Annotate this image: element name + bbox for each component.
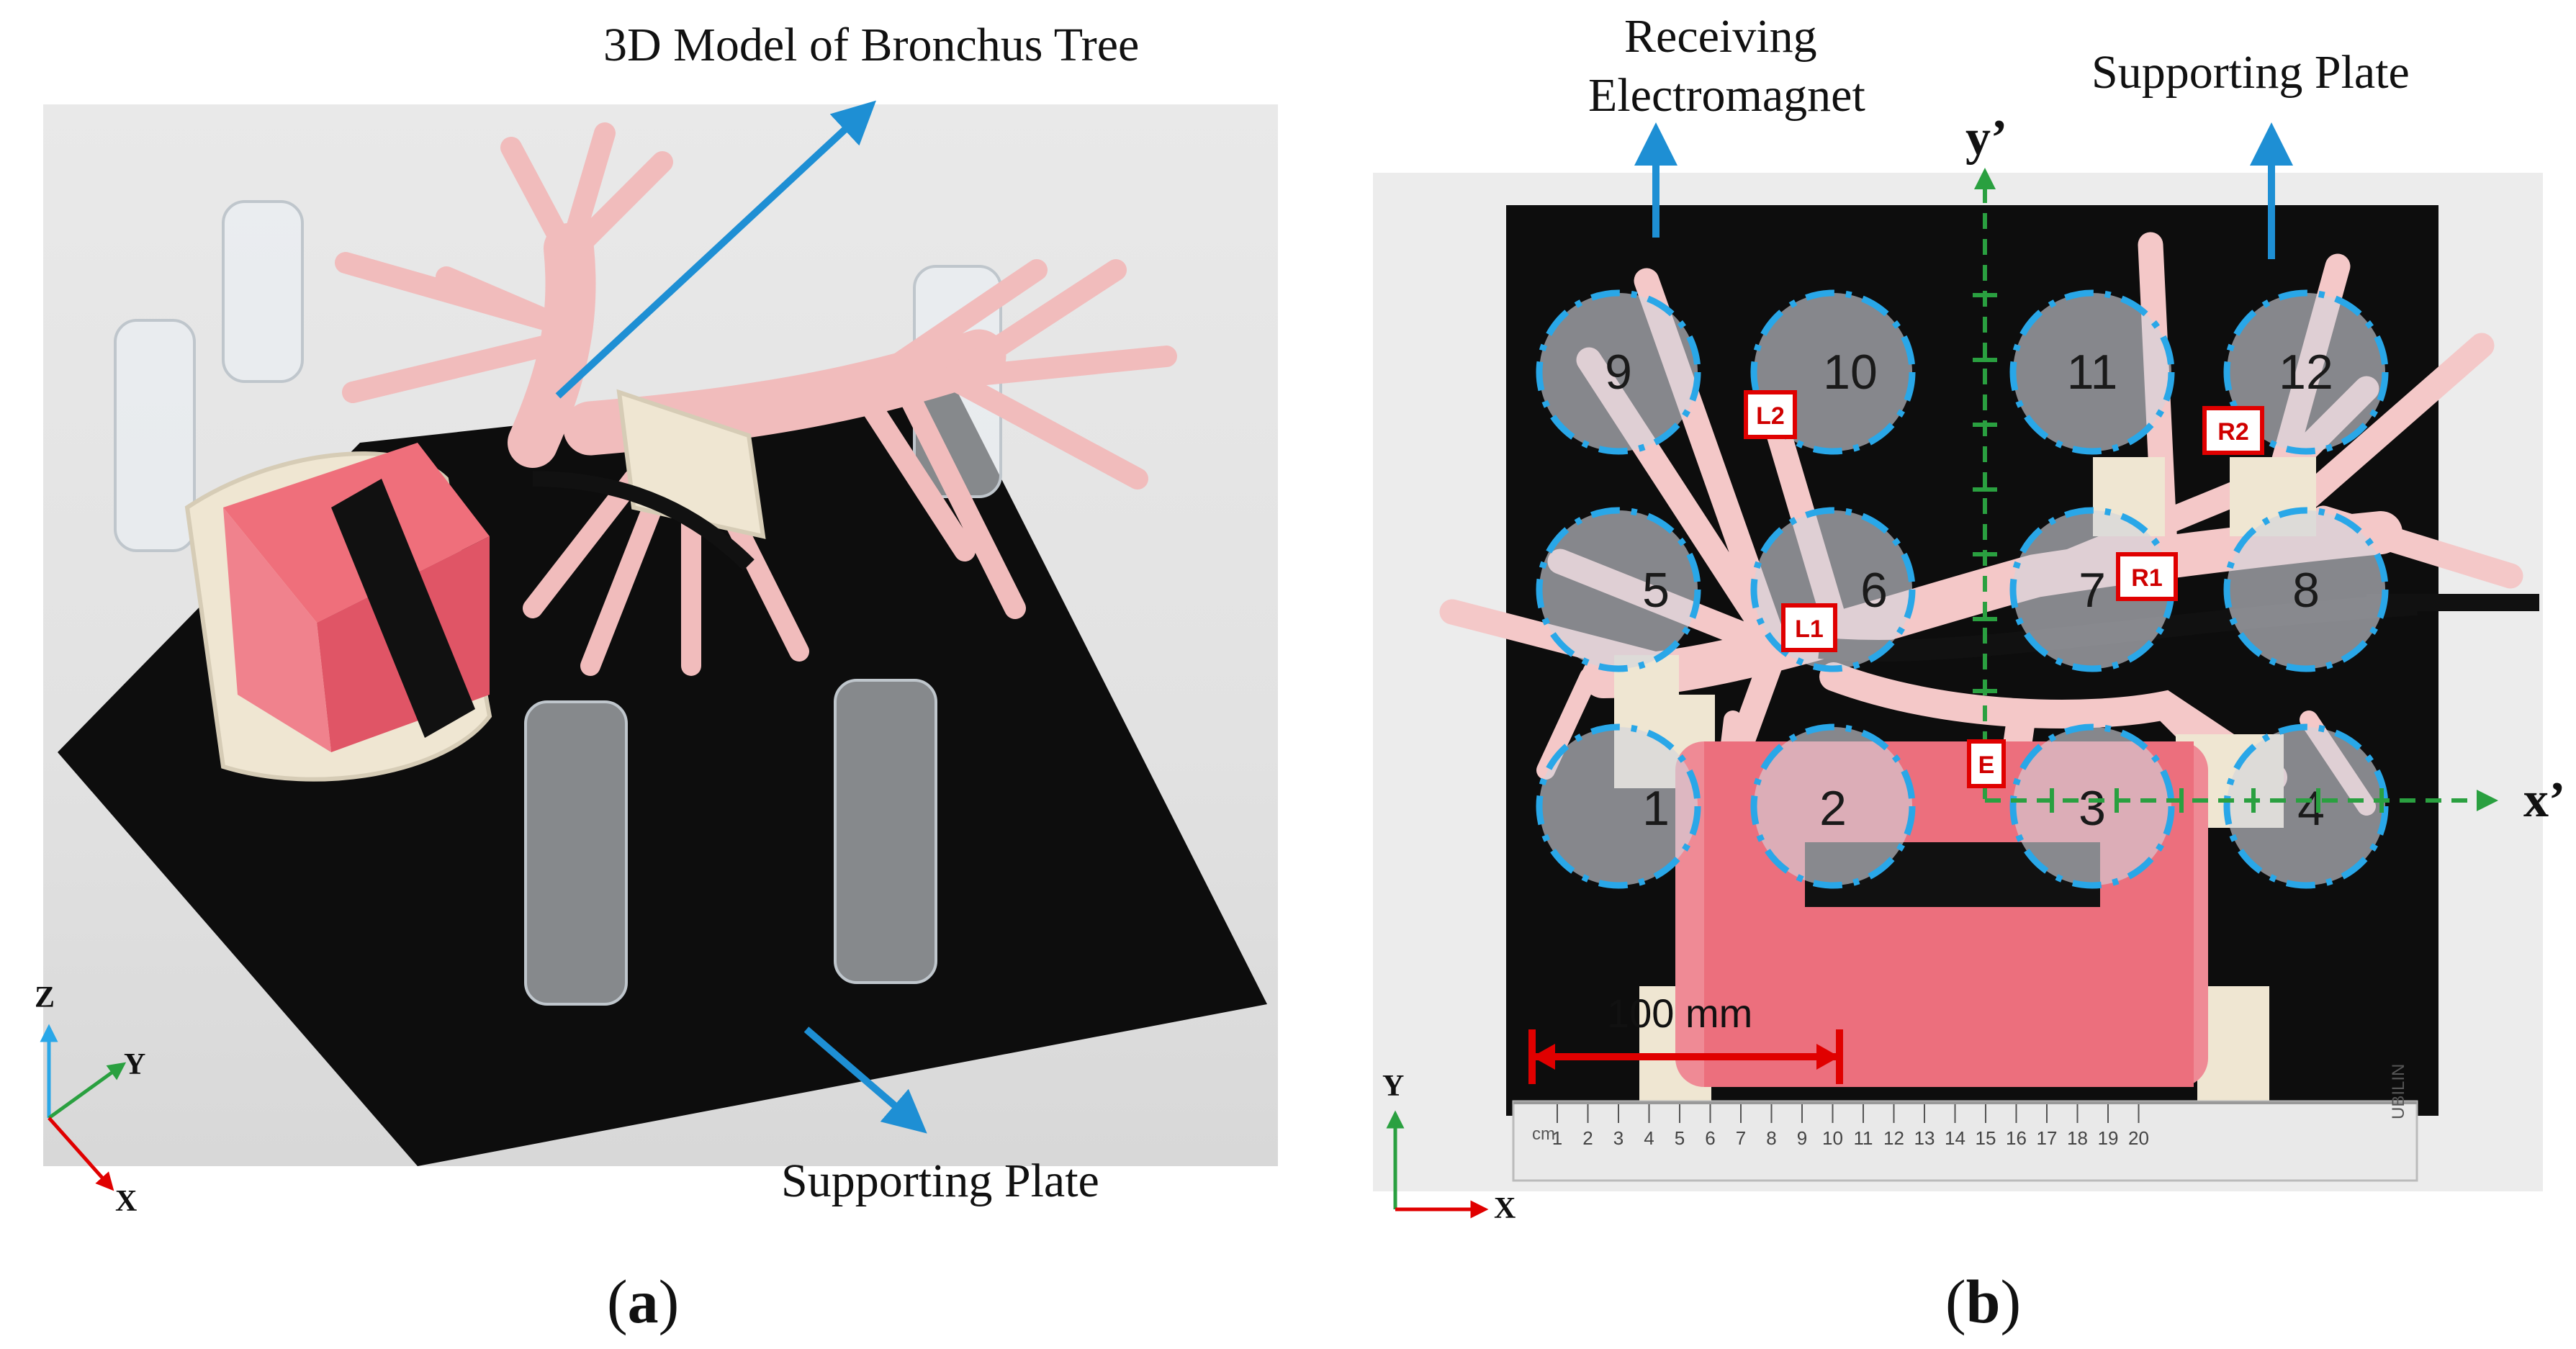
plate-arrow-a [803,1027,927,1134]
grid-number-8: 8 [2292,563,2320,618]
ruler-tick-label: 18 [2067,1127,2088,1149]
ruler-tick-label: 5 [1675,1127,1685,1149]
ruler-tick-label: 6 [1705,1127,1715,1149]
tag-R2: R2 [2202,406,2264,455]
tag-R1: R1 [2116,552,2178,601]
ruler-tick-label: 9 [1797,1127,1807,1149]
ruler-tick-label: 3 [1613,1127,1623,1149]
grid-number-9: 9 [1605,345,1632,400]
circle-8 [2223,507,2389,672]
panel-a-scene [58,122,1267,1166]
x-axis-label-a: X [115,1185,138,1218]
caption-a: (a) [607,1267,680,1336]
ruler-tick-label: 10 [1822,1127,1843,1149]
caption-b-letter: b [1965,1267,2001,1336]
circle-1 [1536,723,1701,889]
ruler-tick-label: 11 [1854,1127,1873,1149]
plate-label-a: Supporting Plate [781,1155,1099,1207]
model-arrow [555,100,876,399]
ruler-tick-label: 12 [1883,1127,1904,1149]
ruler-tick-label: 14 [1945,1127,1965,1149]
ruler-tick-label: 15 [1976,1127,1996,1149]
tag-E: E [1967,739,2006,788]
measurement-circles [1536,289,2389,889]
y-axis-label-b: Y [1382,1070,1405,1103]
grid-number-6: 6 [1860,563,1888,618]
x-prime-label: x’ [2523,772,2566,828]
electromagnet-a [184,389,766,782]
x-prime-axis [1985,788,2498,813]
circle-9 [1536,289,1701,455]
ruler [1512,1100,2418,1182]
svg-text:L2: L2 [1756,402,1785,430]
circle-5 [1536,507,1701,672]
tag-L1: L1 [1781,603,1837,652]
ruler-tick-label: 2 [1582,1127,1593,1149]
y-axis-a [48,1062,127,1120]
caption-a-letter: a [627,1267,659,1336]
ruler-tick-label: 17 [2037,1127,2058,1149]
z-axis-label-a: Z [35,981,55,1014]
caption-b: (b) [1945,1267,2022,1336]
tag-L2: L2 [1744,390,1797,439]
electromagnet-label-line2: Electromagnet [1588,69,1865,122]
grid-number-5: 5 [1642,563,1670,618]
svg-text:R1: R1 [2131,564,2162,592]
plate-label-b: Supporting Plate [2091,46,2410,99]
panel-a-photo [43,104,1278,1166]
electromagnet-label-line1: Receiving [1624,10,1817,63]
ruler-tick-label: 1 [1552,1127,1562,1149]
scale-bar-label: 100 mm [1607,991,1753,1036]
circle-12 [2223,289,2389,455]
circle-4 [2223,723,2389,889]
ruler-tick-label: 19 [2098,1127,2119,1149]
svg-text:E: E [1978,752,1995,779]
svg-text:R2: R2 [2217,418,2248,446]
y-prime-label: y’ [1965,110,2008,166]
x-axis-a [48,1116,114,1191]
grid-number-7: 7 [2079,563,2106,618]
grid-number-4: 4 [2297,781,2325,836]
y-axis-label-a: Y [124,1048,146,1081]
ruler-tick-label: 8 [1766,1127,1776,1149]
grid-number-1: 1 [1642,781,1670,836]
ruler-tick-label: 13 [1914,1127,1935,1149]
circle-11 [2009,289,2175,455]
model-label: 3D Model of Bronchus Tree [603,19,1140,71]
ruler-tick-label: 4 [1644,1127,1654,1149]
ruler-tick-label: 7 [1736,1127,1746,1149]
grid-number-12: 12 [2279,345,2333,400]
grid-number-3: 3 [2079,781,2106,836]
circle-2 [1750,723,1916,889]
grid-number-2: 2 [1819,781,1847,836]
grid-number-11: 11 [2067,345,2118,400]
ruler-tick-label: 16 [2006,1127,2027,1149]
y-prime-axis [1973,168,1997,799]
grid-number-10: 10 [1823,345,1878,400]
scale-bar [1528,1029,1843,1084]
x-axis-label-b: X [1494,1192,1516,1225]
svg-text:L1: L1 [1795,615,1824,643]
ruler-tick-label: 20 [2128,1127,2149,1149]
circle-3 [2009,723,2175,889]
